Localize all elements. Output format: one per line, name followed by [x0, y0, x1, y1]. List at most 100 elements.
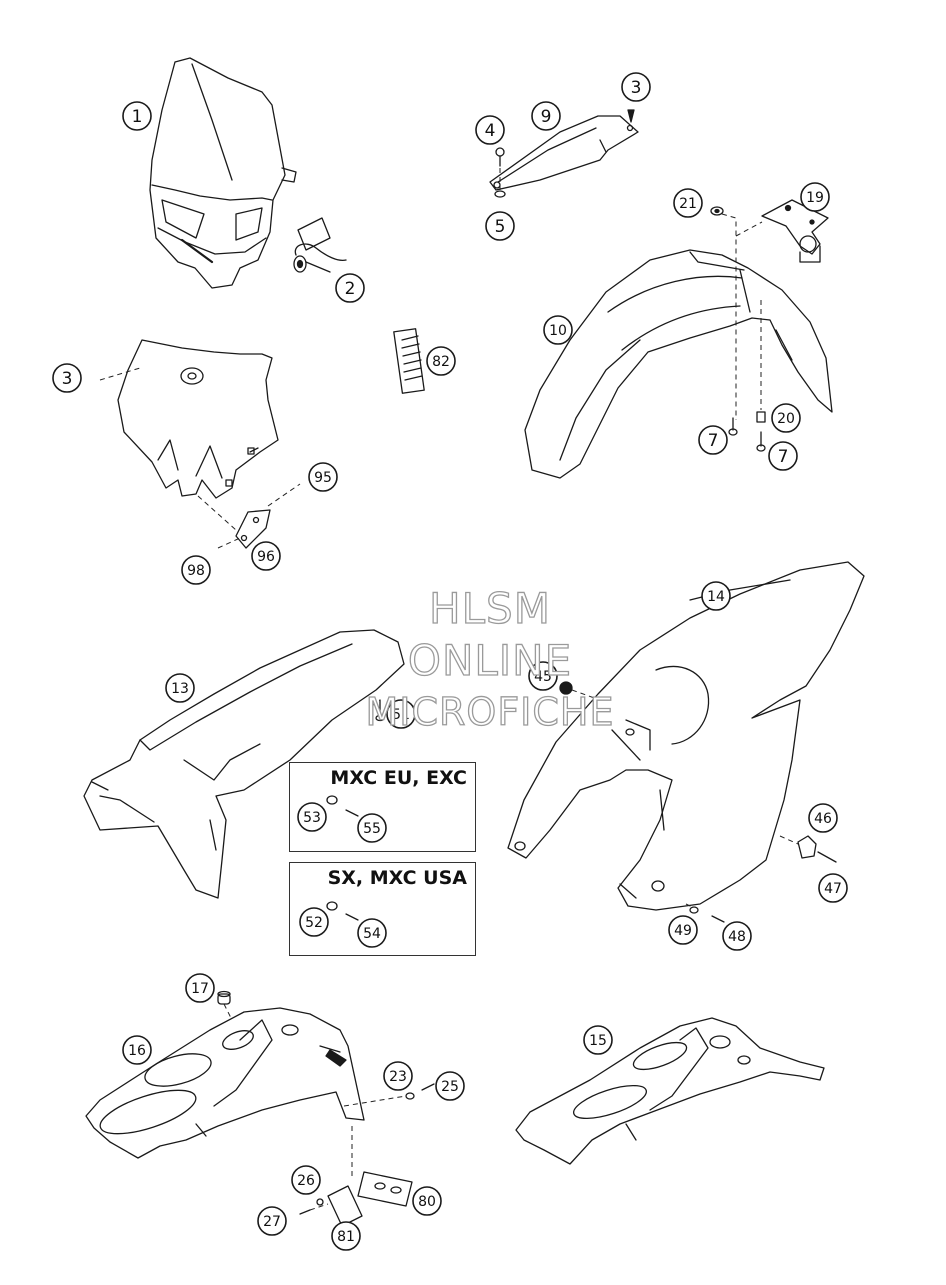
- callout-circle: [383, 1061, 413, 1091]
- callout-47: 47: [818, 873, 848, 903]
- callout-circle: [808, 803, 838, 833]
- callout-circle: [251, 541, 281, 571]
- callout-circle: [435, 1071, 465, 1101]
- callout-label: 26: [297, 1173, 315, 1189]
- assembly-line: [217, 537, 241, 549]
- callout-54: 54: [357, 918, 387, 948]
- callout-circle: [583, 1025, 613, 1055]
- callout-label: 9: [541, 107, 552, 127]
- callout-23: 23: [383, 1061, 413, 1091]
- assembly-line: [309, 1203, 329, 1211]
- callout-17: 17: [185, 973, 215, 1003]
- assembly-line: [371, 699, 381, 707]
- callout-circle: [386, 699, 416, 729]
- callout-circle: [698, 425, 728, 455]
- callout-label: 46: [814, 811, 832, 827]
- left-shroud: [85, 1007, 365, 1159]
- callout-circle: [818, 873, 848, 903]
- callout-label: 47: [824, 881, 842, 897]
- callout-48: 48: [722, 921, 752, 951]
- callout-21: 21: [673, 188, 703, 218]
- inset-hardware-usa: [326, 901, 359, 921]
- callout-label: 53: [303, 810, 321, 826]
- right-shroud: [515, 1017, 825, 1165]
- grommet-17: [217, 990, 231, 1005]
- variant-box-usa: SX, MXC USA: [289, 862, 476, 956]
- callout-3a: 3: [52, 363, 82, 393]
- callout-7b: 7: [768, 441, 798, 471]
- callout-circle: [673, 188, 703, 218]
- callout-label: 52: [305, 915, 323, 931]
- callout-55: 55: [357, 813, 387, 843]
- callout-label: 17: [191, 981, 209, 997]
- callout-3b: 3: [621, 72, 651, 102]
- callout-circle: [668, 915, 698, 945]
- assembly-line: [779, 835, 799, 845]
- callout-label: 4: [485, 121, 496, 141]
- callout-label: 19: [806, 190, 824, 206]
- callout-98: 98: [181, 555, 211, 585]
- callout-15: 15: [583, 1025, 613, 1055]
- callout-circle: [122, 1035, 152, 1065]
- callout-label: 23: [389, 1069, 407, 1085]
- callout-20: 20: [771, 403, 801, 433]
- headlight-mask: [149, 57, 297, 289]
- callout-label: 80: [418, 1194, 436, 1210]
- callout-label: 5: [495, 217, 506, 237]
- watermark-line-1: HLSM: [428, 583, 551, 633]
- callout-label: 45: [534, 669, 552, 685]
- mask-clamp: [293, 217, 347, 273]
- screw-51: [375, 699, 385, 722]
- callout-label: 16: [128, 1043, 146, 1059]
- callout-96: 96: [251, 541, 281, 571]
- assembly-line: [735, 221, 763, 237]
- callout-circle: [308, 462, 338, 492]
- mount-hardware: [797, 835, 837, 863]
- fender-bolts: [728, 411, 766, 452]
- callout-52: 52: [299, 907, 329, 937]
- callout-label: 21: [679, 196, 697, 212]
- assembly-line: [571, 689, 601, 701]
- watermark-line-3: MICROFICHE: [365, 689, 615, 734]
- callout-circle: [543, 315, 573, 345]
- callout-circle: [291, 1165, 321, 1195]
- assembly-line: [685, 903, 695, 909]
- assembly-line: [223, 1003, 233, 1021]
- callout-5: 5: [485, 211, 515, 241]
- callout-9: 9: [531, 101, 561, 131]
- callout-53: 53: [297, 802, 327, 832]
- callout-7a: 7: [698, 425, 728, 455]
- callout-circle: [185, 973, 215, 1003]
- callout-label: 25: [441, 1079, 459, 1095]
- callout-circle: [335, 273, 365, 303]
- callout-label: 82: [432, 354, 450, 370]
- callout-circle: [485, 211, 515, 241]
- callout-layer: 1233457791013141516171920212325262745464…: [52, 72, 848, 1251]
- callout-27: 27: [257, 1206, 287, 1236]
- watermark-line-2: ONLINE: [407, 635, 573, 685]
- callout-label: 95: [314, 470, 332, 486]
- callout-circle: [299, 907, 329, 937]
- variant-title-eu: MXC EU, EXC: [330, 767, 467, 789]
- callout-13: 13: [165, 673, 195, 703]
- callout-circle: [52, 363, 82, 393]
- callout-2: 2: [335, 273, 365, 303]
- callout-46: 46: [808, 803, 838, 833]
- callout-49: 49: [668, 915, 698, 945]
- callout-circle: [331, 1221, 361, 1251]
- callout-circle: [771, 403, 801, 433]
- callout-circle: [297, 802, 327, 832]
- callout-26: 26: [291, 1165, 321, 1195]
- callout-circle: [357, 918, 387, 948]
- front-fender: [524, 249, 833, 479]
- assembly-line: [197, 495, 237, 531]
- plate-hardware: [299, 1171, 413, 1227]
- callout-82: 82: [426, 346, 456, 376]
- callout-label: 3: [62, 369, 73, 389]
- variant-title-usa: SX, MXC USA: [327, 867, 467, 889]
- washer-screw-48-49: [689, 906, 725, 923]
- callout-circle: [722, 921, 752, 951]
- callout-4: 4: [475, 115, 505, 145]
